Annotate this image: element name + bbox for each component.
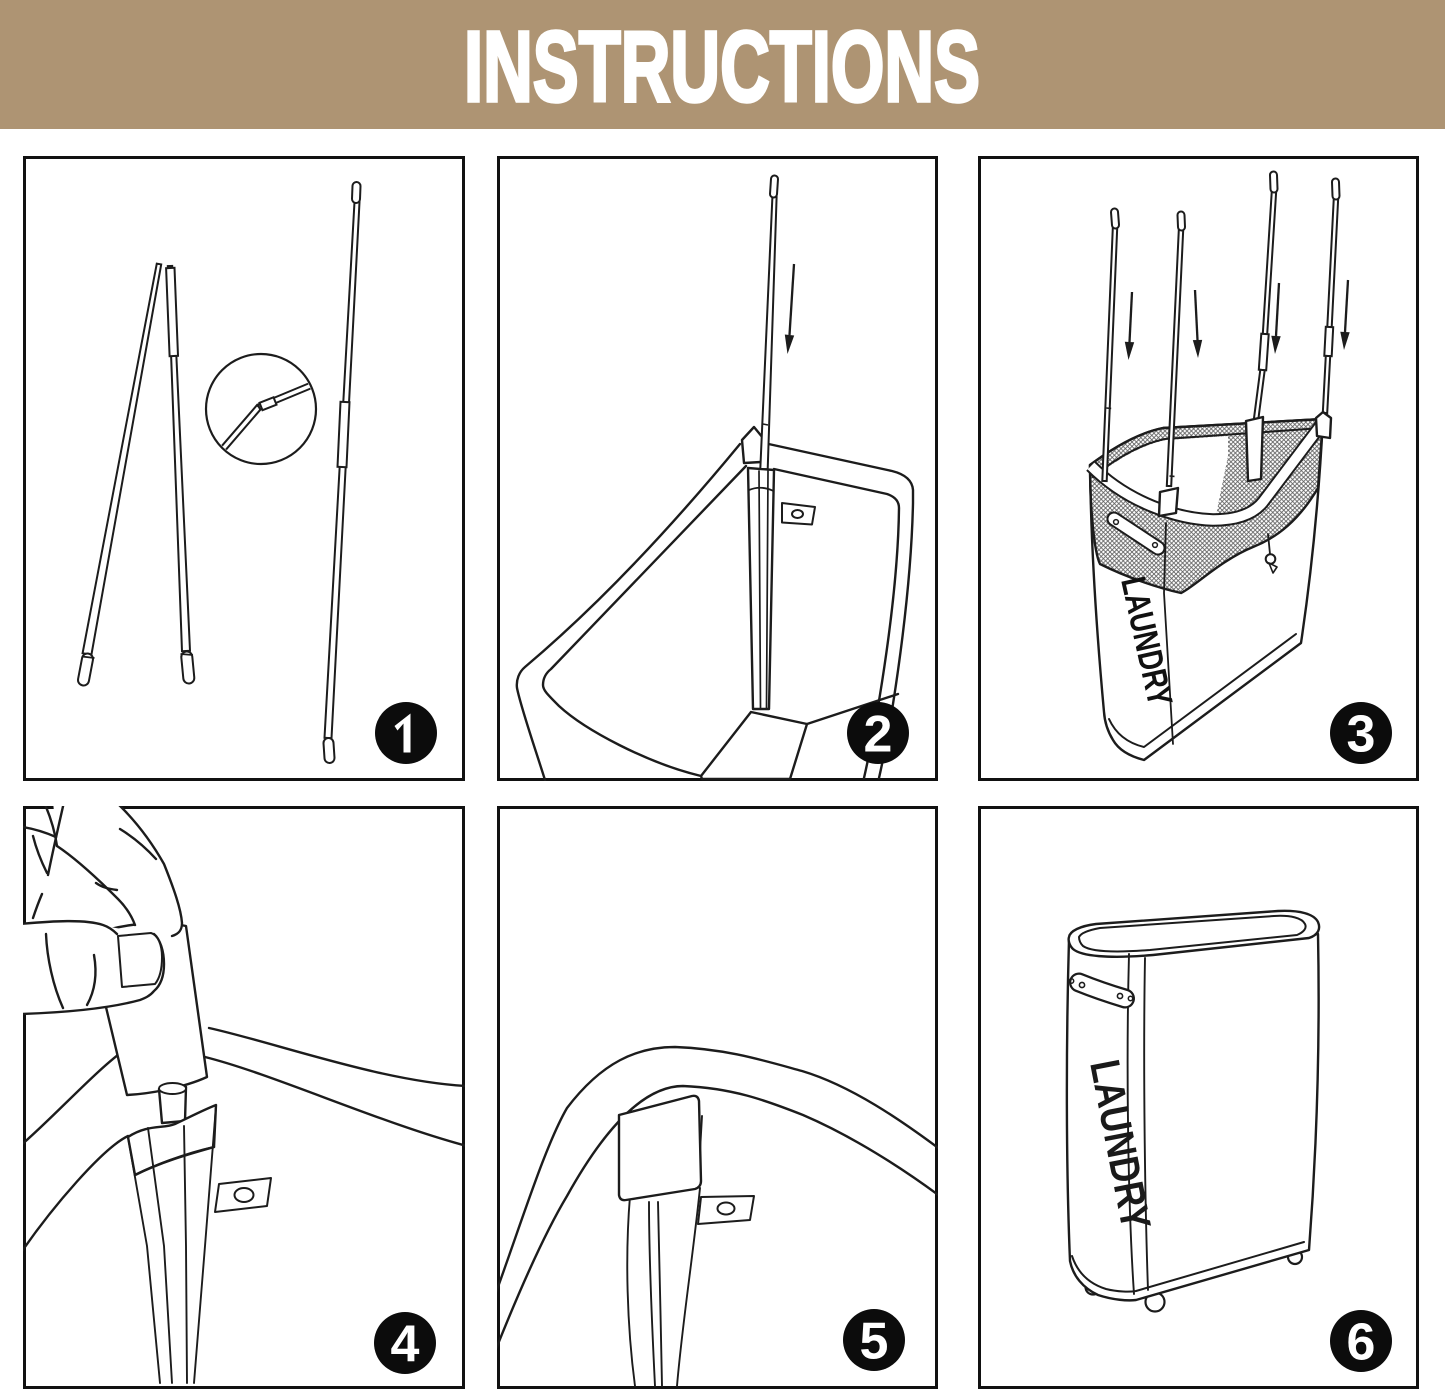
svg-text:INSTRUCTIONS: INSTRUCTIONS <box>464 11 980 123</box>
svg-text:2: 2 <box>864 706 893 764</box>
svg-text:6: 6 <box>1347 1314 1376 1372</box>
svg-text:4: 4 <box>391 1316 420 1374</box>
svg-text:3: 3 <box>1347 706 1376 764</box>
svg-text:5: 5 <box>860 1313 889 1371</box>
